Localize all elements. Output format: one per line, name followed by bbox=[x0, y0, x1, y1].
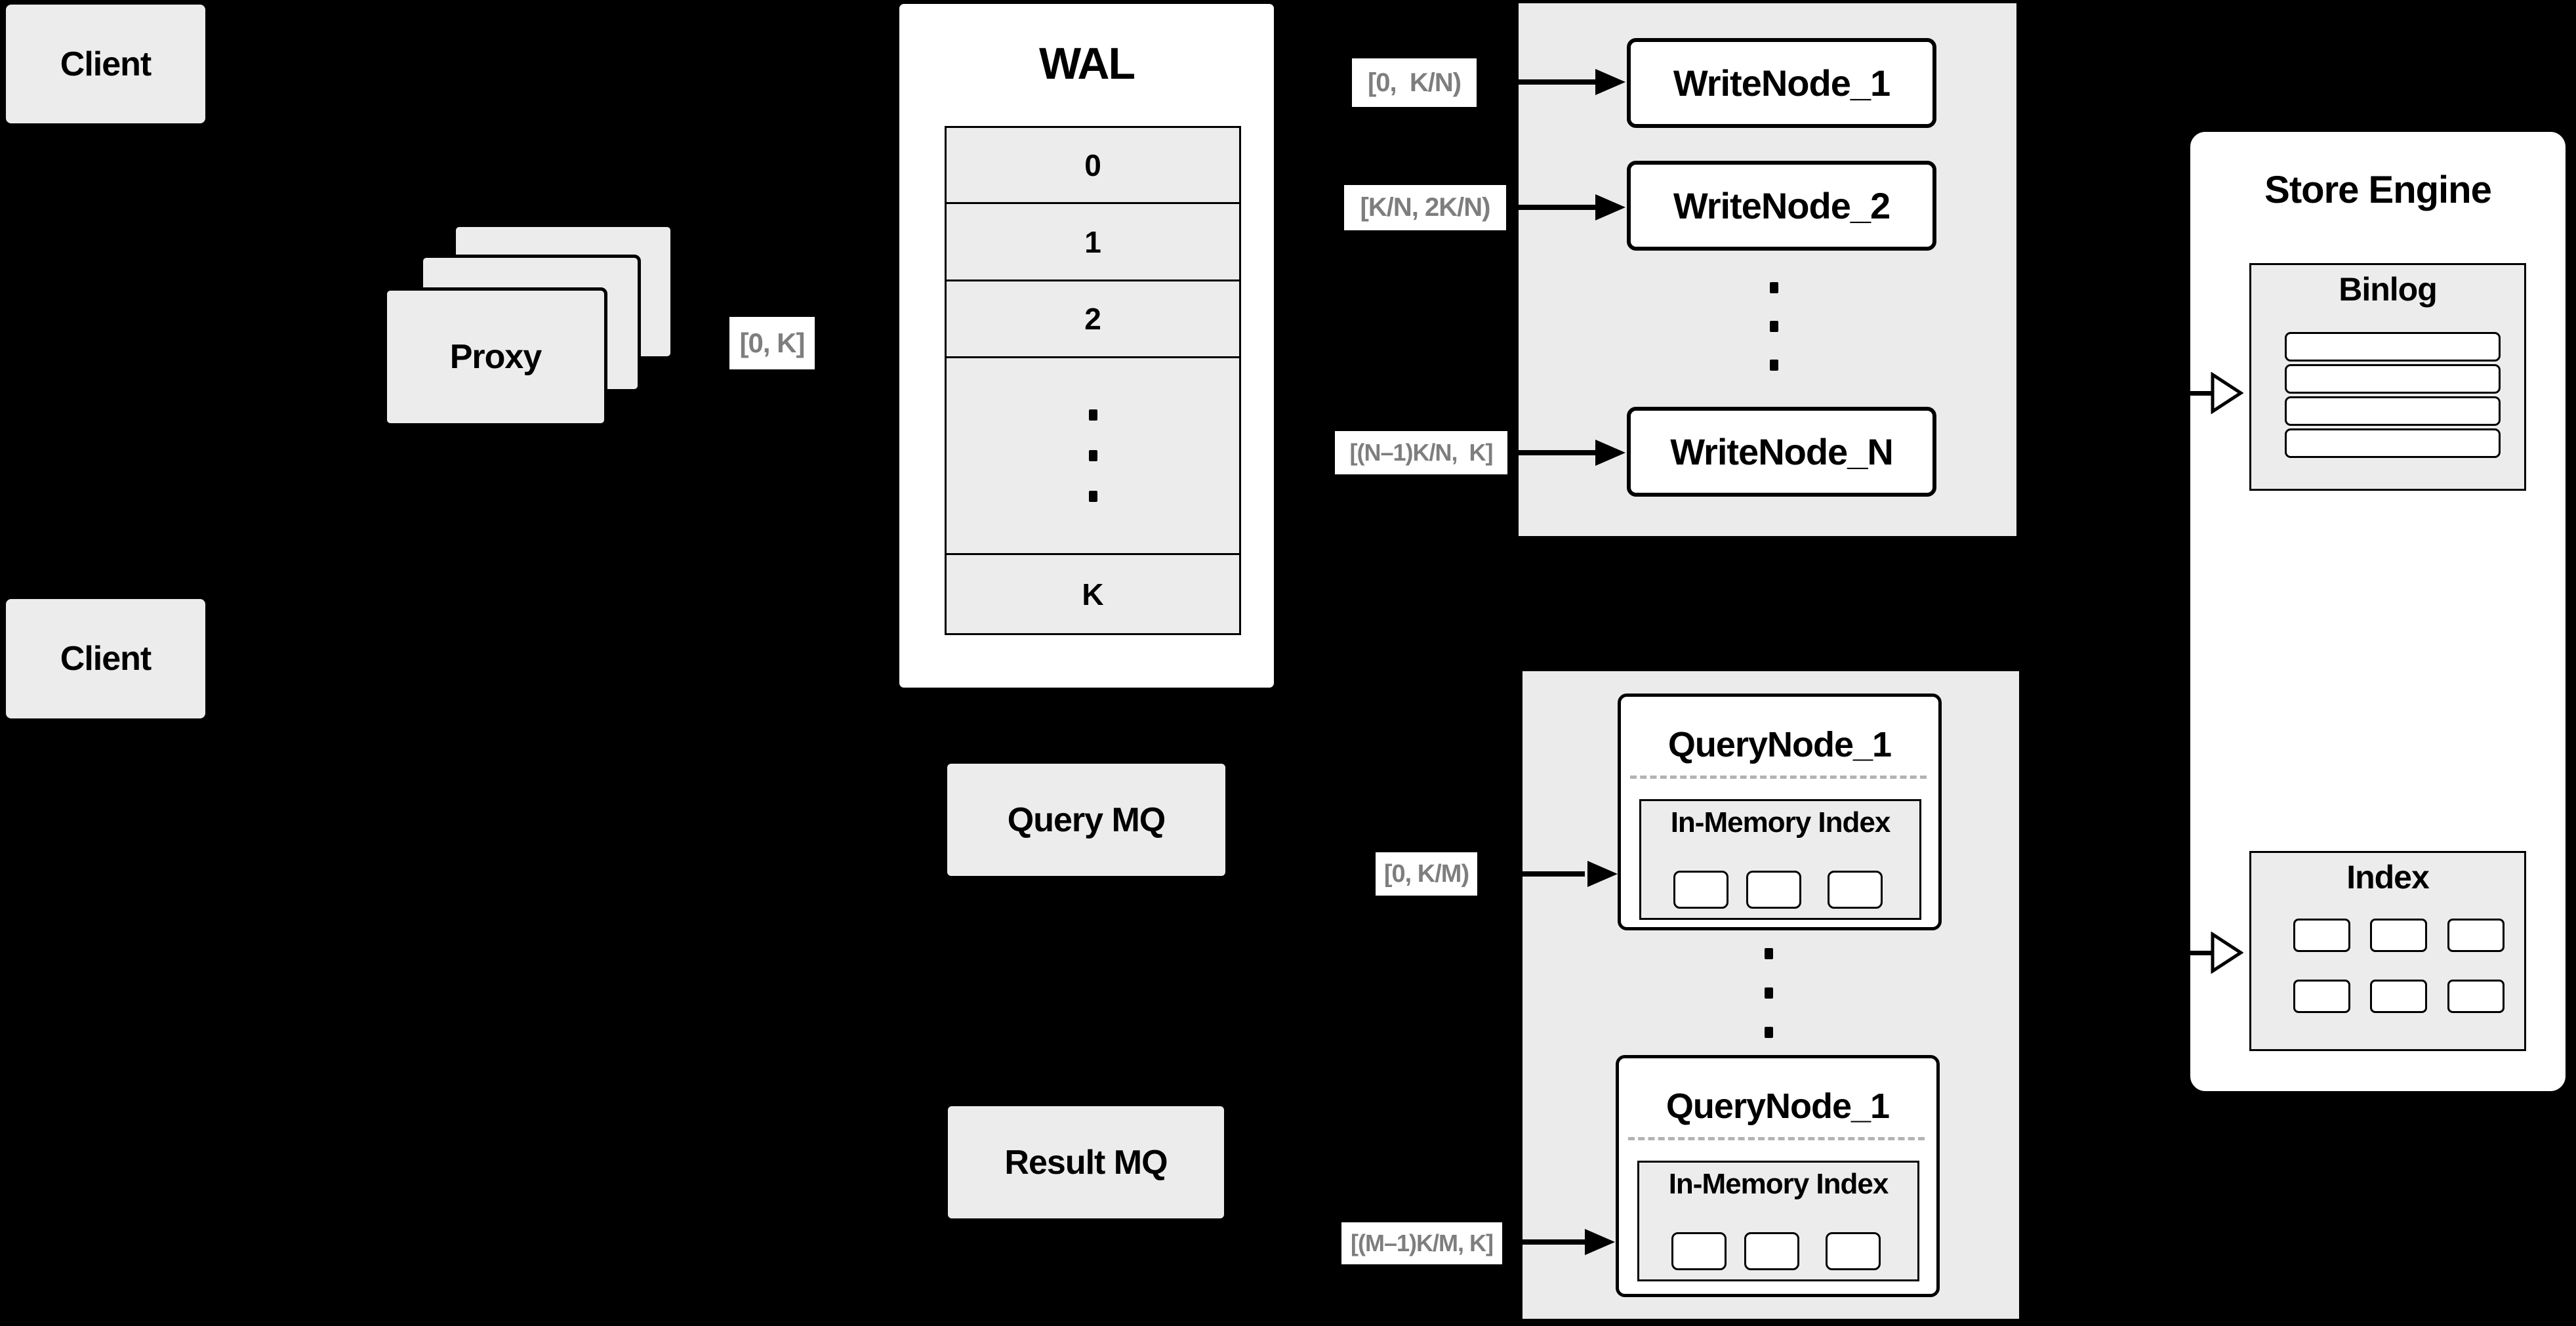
binlog-row bbox=[2285, 428, 2501, 458]
result-mq-label: Result MQ bbox=[1004, 1143, 1168, 1182]
index-cell bbox=[2447, 980, 2504, 1013]
write-ellipsis-dot bbox=[1770, 321, 1778, 332]
index-cell bbox=[2370, 919, 2427, 952]
query-mq-label: Query MQ bbox=[1007, 800, 1166, 839]
write-node-2: WriteNode_2 bbox=[1627, 161, 1936, 251]
wal-ellipsis-dots bbox=[947, 358, 1239, 555]
index-title: Index bbox=[2346, 859, 2430, 896]
arrow-shaft-querynode-m bbox=[1502, 1239, 1585, 1245]
query-mq-box: Query MQ bbox=[946, 762, 1227, 877]
memory-segment bbox=[1826, 1232, 1881, 1270]
arrow-head-writenode-2 bbox=[1595, 194, 1625, 220]
arrow-shaft-writenode-2 bbox=[1506, 205, 1596, 210]
query-node-1-title: QueryNode_1 bbox=[1667, 725, 1892, 764]
client-box-top: Client bbox=[6, 5, 205, 123]
query-node-1: QueryNode_1 In-Memory Index bbox=[1618, 694, 1942, 930]
in-memory-index-title-1: In-Memory Index bbox=[1670, 806, 1891, 839]
wal-title: WAL bbox=[1038, 39, 1135, 89]
write-node-1: WriteNode_1 bbox=[1627, 38, 1936, 128]
write-ellipsis-dot bbox=[1770, 360, 1778, 371]
in-memory-index-box-2: In-Memory Index bbox=[1637, 1161, 1919, 1281]
client-bottom-label: Client bbox=[60, 640, 152, 678]
query-ellipsis-dot bbox=[1765, 948, 1773, 959]
result-mq-box: Result MQ bbox=[947, 1105, 1225, 1220]
proxy-card-front: Proxy bbox=[384, 287, 607, 426]
range-label-writenode-1: [0, K/N) bbox=[1352, 58, 1477, 107]
arrow-head-querynode-1 bbox=[1587, 861, 1618, 887]
query-ellipsis-dot bbox=[1765, 987, 1773, 999]
range-label-writenode-2: [K/N, 2K/N) bbox=[1344, 185, 1506, 230]
arrow-head-querynode-m bbox=[1585, 1229, 1615, 1255]
client-box-bottom: Client bbox=[6, 599, 205, 718]
open-arrowhead-index-icon bbox=[2211, 932, 2243, 974]
range-label-querynode-1: [0, K/M) bbox=[1376, 852, 1477, 896]
index-cell bbox=[2370, 980, 2427, 1013]
wal-segment-1: 1 bbox=[947, 204, 1239, 281]
open-arrow-shaft-index bbox=[2135, 951, 2212, 955]
index-cell bbox=[2293, 980, 2350, 1013]
store-engine-title: Store Engine bbox=[2264, 169, 2492, 211]
memory-segment bbox=[1673, 871, 1728, 909]
index-cell bbox=[2447, 919, 2504, 952]
memory-segment bbox=[1746, 871, 1801, 909]
arrow-head-writenode-1 bbox=[1595, 69, 1625, 95]
memory-segment bbox=[1671, 1232, 1727, 1270]
in-memory-index-box-1: In-Memory Index bbox=[1639, 799, 1921, 920]
binlog-box: Binlog bbox=[2249, 263, 2526, 491]
query-node-1-separator bbox=[1630, 776, 1927, 779]
wal-segment-table: 0 1 2 K bbox=[945, 126, 1241, 635]
arrow-shaft-writenode-n bbox=[1507, 450, 1595, 455]
arrow-head-writenode-n bbox=[1595, 440, 1625, 466]
binlog-row bbox=[2285, 332, 2501, 362]
in-memory-index-title-2: In-Memory Index bbox=[1668, 1168, 1889, 1200]
open-arrowhead-binlog-icon bbox=[2211, 372, 2243, 414]
write-node-n: WriteNode_N bbox=[1627, 407, 1936, 497]
wal-segment-2: 2 bbox=[947, 281, 1239, 358]
open-arrow-shaft-binlog bbox=[2135, 391, 2212, 396]
query-node-m-title: QueryNode_1 bbox=[1666, 1087, 1890, 1126]
binlog-row bbox=[2285, 396, 2501, 426]
range-label-proxy-out: [0, K] bbox=[729, 317, 815, 369]
range-label-writenode-n: [(N–1)K/N, K] bbox=[1335, 431, 1507, 474]
proxy-label: Proxy bbox=[449, 338, 542, 376]
range-label-querynode-m: [(M–1)K/M, K] bbox=[1341, 1222, 1502, 1264]
index-cell bbox=[2293, 919, 2350, 952]
index-box: Index bbox=[2249, 851, 2526, 1051]
arrow-shaft-writenode-1 bbox=[1477, 79, 1595, 85]
arrow-shaft-querynode-1 bbox=[1477, 871, 1585, 877]
wal-segment-0: 0 bbox=[947, 128, 1239, 204]
client-top-label: Client bbox=[60, 45, 152, 83]
memory-segment bbox=[1828, 871, 1883, 909]
query-node-m-separator bbox=[1628, 1137, 1925, 1140]
query-ellipsis-dot bbox=[1765, 1027, 1773, 1038]
query-node-m: QueryNode_1 In-Memory Index bbox=[1616, 1055, 1940, 1297]
wal-segment-k: K bbox=[947, 555, 1239, 633]
binlog-title: Binlog bbox=[2339, 271, 2438, 308]
write-ellipsis-dot bbox=[1770, 282, 1778, 293]
binlog-row bbox=[2285, 364, 2501, 394]
memory-segment bbox=[1744, 1232, 1799, 1270]
